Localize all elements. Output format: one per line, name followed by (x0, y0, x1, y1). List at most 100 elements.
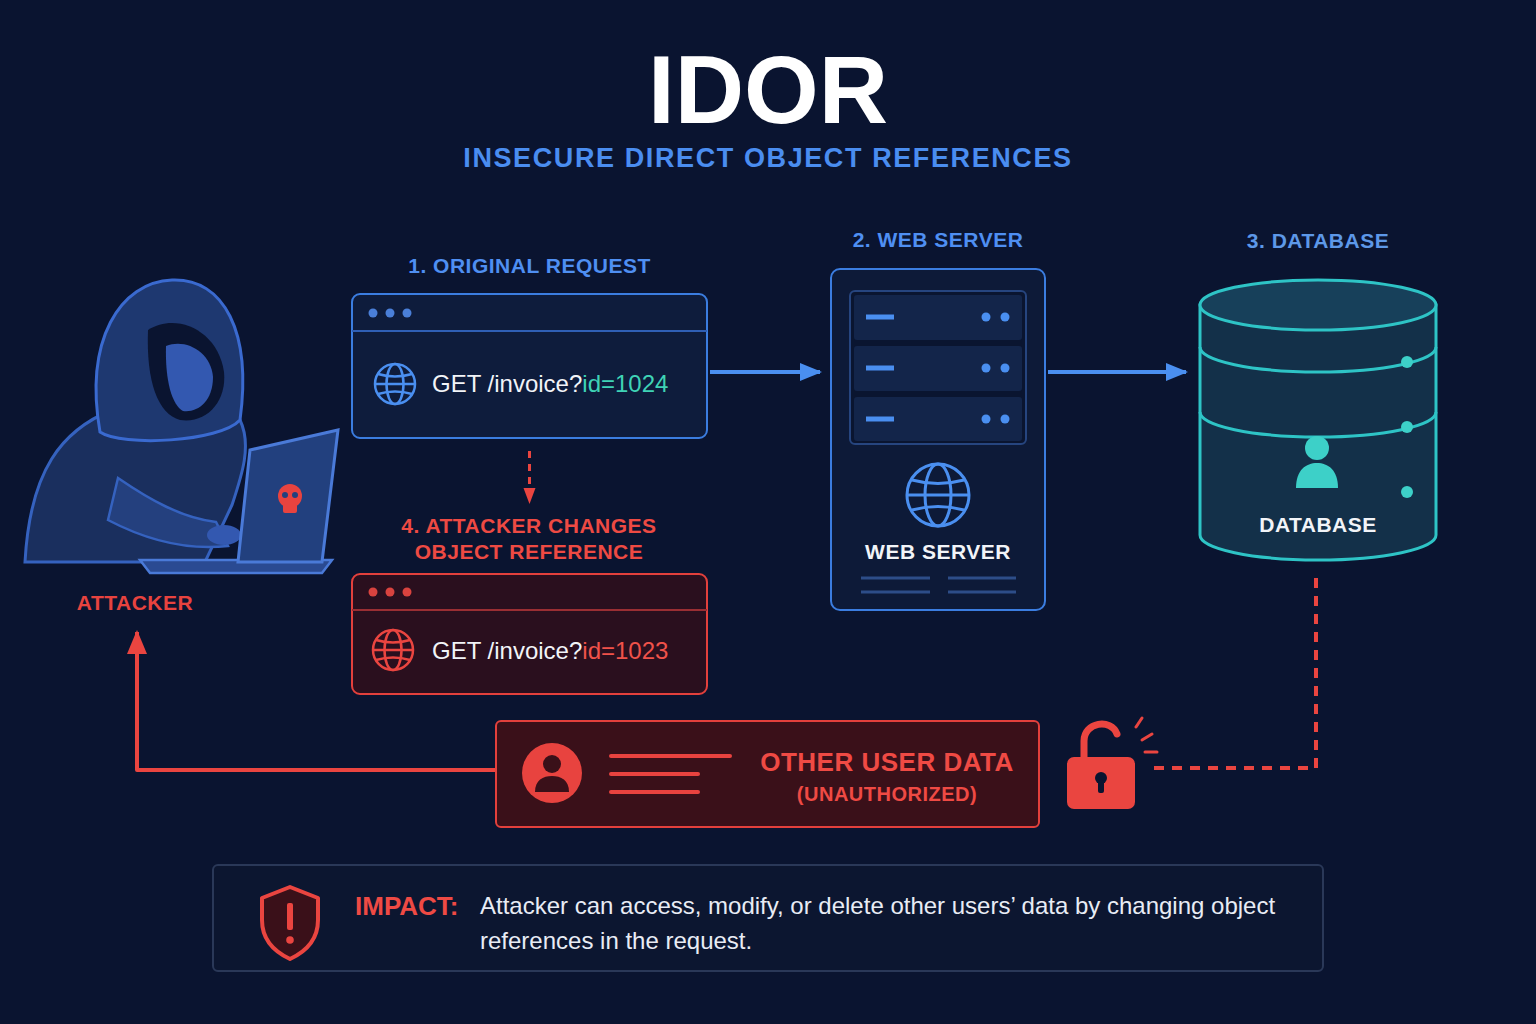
request-path: GET /invoice? (432, 370, 582, 397)
hacker-illustration-part (283, 504, 297, 513)
impact-box: IMPACT: Attacker can access, modify, or d… (212, 864, 1324, 972)
warning-shield-part (287, 903, 293, 930)
globe-icon-part (376, 640, 410, 660)
hacker-illustration-part (238, 430, 338, 562)
subtitle-label: INSECURE DIRECT OBJECT REFERENCES (0, 141, 1536, 175)
attacker-node: ATTACKER (30, 270, 240, 632)
step-heading: 1. ORIGINAL REQUEST (313, 253, 746, 279)
data-note: (UNAUTHORIZED) (687, 782, 1087, 806)
hacker-illustration-part (292, 492, 298, 498)
cylinder-band (1200, 347, 1436, 372)
unlocked-padlock-part (1098, 780, 1104, 793)
record-lines-part (611, 754, 730, 758)
user-avatar-part (522, 743, 582, 803)
tamper-arrow (528, 451, 531, 502)
hacker-illustration-part (166, 344, 213, 411)
globe-icon-part (375, 383, 415, 386)
server-lines (861, 578, 1016, 592)
actor-label: ATTACKER (30, 590, 240, 616)
server-rack-part (854, 295, 1022, 340)
server-rack-part (1001, 313, 1010, 322)
hacker-illustration-part (108, 478, 228, 547)
impact-heading: IMPACT: (355, 891, 459, 921)
server-lines-part (861, 577, 930, 580)
server-rack (850, 291, 1026, 444)
server-rack-part (982, 364, 991, 373)
database-cylinder: 3. DATABASEDATABASE (1198, 278, 1438, 562)
server-box: 2. WEB SERVERWEB SERVER (830, 268, 1046, 611)
globe-icon-part (907, 494, 969, 497)
unlocked-padlock-part (1145, 751, 1157, 754)
request-box: 1. ORIGINAL REQUESTGET /invoice?id=1024 (351, 293, 708, 439)
server-rack-part (866, 315, 894, 320)
hacker-illustration-part (278, 484, 302, 508)
unlocked-padlock (1041, 718, 1157, 809)
hacker-illustration-part (25, 410, 245, 562)
globe-icon-part (912, 480, 964, 510)
window-controls-part (403, 309, 412, 318)
window-controls-part (386, 309, 395, 318)
return-arrow (137, 632, 495, 770)
unlocked-padlock-part (1067, 757, 1135, 809)
globe-icon (375, 364, 415, 404)
request-param: id=1024 (582, 370, 668, 397)
record-lines-part (611, 790, 698, 794)
unlocked-padlock-part (1095, 772, 1107, 784)
hacker-illustration (25, 280, 338, 573)
server-rack-part (982, 415, 991, 424)
request-box: 4. ATTACKER CHANGES OBJECT REFERENCE GET … (351, 504, 708, 695)
globe-icon-part (387, 364, 404, 404)
unlocked-padlock-part (1041, 760, 1148, 776)
diagram-title: IDOR (0, 40, 1536, 140)
globe-icon-part (373, 630, 413, 670)
impact-text: Attacker can access, modify, or delete o… (480, 888, 1280, 958)
record-lines (611, 756, 730, 792)
window-controls-part (369, 588, 378, 597)
status-lights-part (1401, 486, 1413, 498)
warning-shield-part (286, 936, 294, 944)
flow-arrow (1048, 370, 1186, 374)
server-lines-part (948, 591, 1016, 594)
window-controls (352, 588, 707, 611)
text-row: GET /invoice?id=1023 (432, 636, 668, 666)
text-row: GET /invoice?id=1024 (432, 369, 668, 399)
hacker-illustration-part (96, 280, 243, 441)
unlocked-padlock-part (1136, 718, 1142, 727)
warning-shield-part (262, 887, 318, 959)
server-rack-part (1001, 364, 1010, 373)
window-controls-part (352, 330, 707, 332)
step-heading: 2. WEB SERVER (792, 227, 1084, 253)
globe-icon-part (925, 464, 951, 526)
window-controls-part (352, 609, 707, 611)
server-lines-part (948, 577, 1016, 580)
hacker-illustration-part (148, 323, 225, 420)
server-rack-part (866, 366, 894, 371)
data-box: OTHER USER DATA(UNAUTHORIZED) (495, 720, 1040, 828)
server-rack-part (982, 313, 991, 322)
request-param: id=1023 (582, 637, 668, 664)
leak-line (1040, 578, 1316, 768)
hacker-illustration-part (207, 525, 241, 545)
cylinder-band (1200, 412, 1436, 437)
unlocked-padlock-part (1084, 724, 1117, 760)
server-rack-part (854, 397, 1022, 441)
globe-icon (907, 464, 969, 526)
unlocked-padlock-part (1142, 734, 1152, 740)
status-lights (1401, 356, 1413, 498)
step-heading: 4. ATTACKER CHANGES OBJECT REFERENCE (379, 513, 679, 565)
window-controls-part (369, 309, 378, 318)
request-path: GET /invoice? (432, 637, 582, 664)
data-heading: OTHER USER DATA (687, 747, 1087, 777)
window-controls-part (386, 588, 395, 597)
server-lines-part (861, 591, 930, 594)
hacker-illustration-part (140, 560, 332, 573)
flow-arrow (710, 370, 820, 374)
globe-icon-part (375, 364, 415, 404)
user-avatar-part (543, 755, 561, 773)
server-label: WEB SERVER (832, 538, 1044, 566)
user-avatar (522, 743, 582, 803)
window-controls (352, 309, 707, 332)
